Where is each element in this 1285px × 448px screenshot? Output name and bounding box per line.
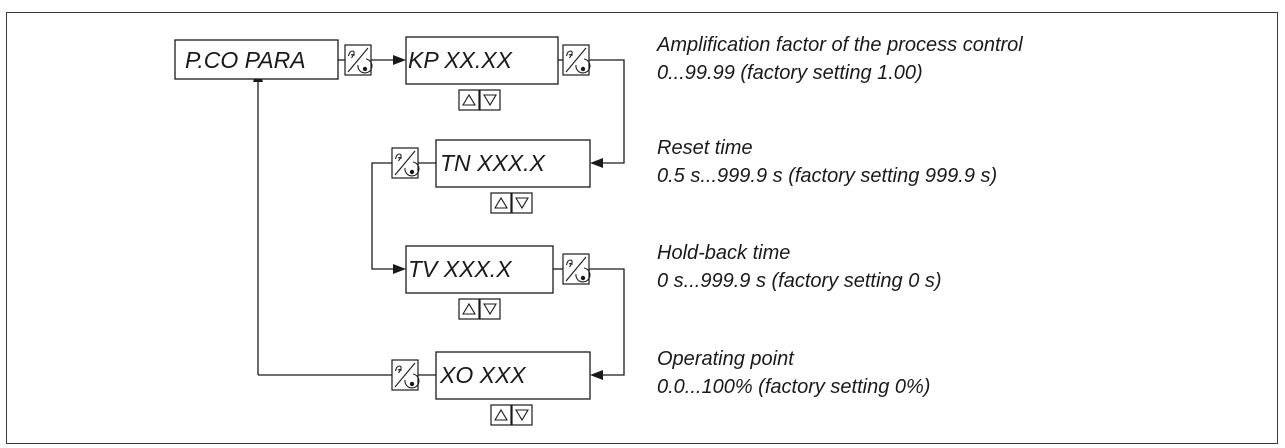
connector-to-xo xyxy=(589,268,625,376)
entry-display-box xyxy=(174,39,339,80)
tn-display-label: TN XXX.X xyxy=(440,150,546,176)
tn-description-title: Reset time xyxy=(657,137,753,159)
hand-press-key-icon xyxy=(391,359,420,391)
kp-description-range: 0...99.99 (factory setting 1.00) xyxy=(657,62,923,84)
arrowhead-kp xyxy=(393,55,406,65)
arrowhead-tv xyxy=(393,264,406,274)
xo-description-range: 0.0...100% (factory setting 0%) xyxy=(657,376,930,398)
hand-press-key-icon xyxy=(562,253,591,285)
up-down-keys-icon xyxy=(458,89,501,111)
arrowhead-xo xyxy=(590,370,603,380)
arrowhead-tn xyxy=(590,158,603,168)
hand-press-key-icon xyxy=(562,44,591,76)
up-down-keys-icon xyxy=(490,404,533,426)
hand-press-key-icon xyxy=(391,147,420,179)
xo-display-label: XO XXX xyxy=(439,362,527,388)
connector-tn-to-tv xyxy=(371,162,393,270)
hand-press-key-icon xyxy=(344,44,373,76)
up-down-keys-icon xyxy=(490,192,533,214)
tn-description-range: 0.5 s...999.9 s (factory setting 999.9 s… xyxy=(657,165,997,187)
diagram-frame xyxy=(6,12,1278,444)
tv-description-range: 0 s...999.9 s (factory setting 0 s) xyxy=(657,270,942,292)
kp-display-label: KP XX.XX xyxy=(408,47,514,73)
up-down-keys-icon xyxy=(458,298,501,320)
entry-label: P.CO PARA xyxy=(185,47,306,73)
tv-display-box xyxy=(405,245,554,294)
tv-display-label: TV XXX.X xyxy=(408,256,513,282)
tv-description-title: Hold-back time xyxy=(657,242,790,264)
xo-description-title: Operating point xyxy=(657,348,795,370)
xo-display-box xyxy=(435,351,591,400)
tn-display-box xyxy=(435,139,591,188)
kp-display-box xyxy=(405,36,559,85)
kp-description-title: Amplification factor of the process cont… xyxy=(656,34,1023,56)
connector-to-tn xyxy=(589,59,625,164)
